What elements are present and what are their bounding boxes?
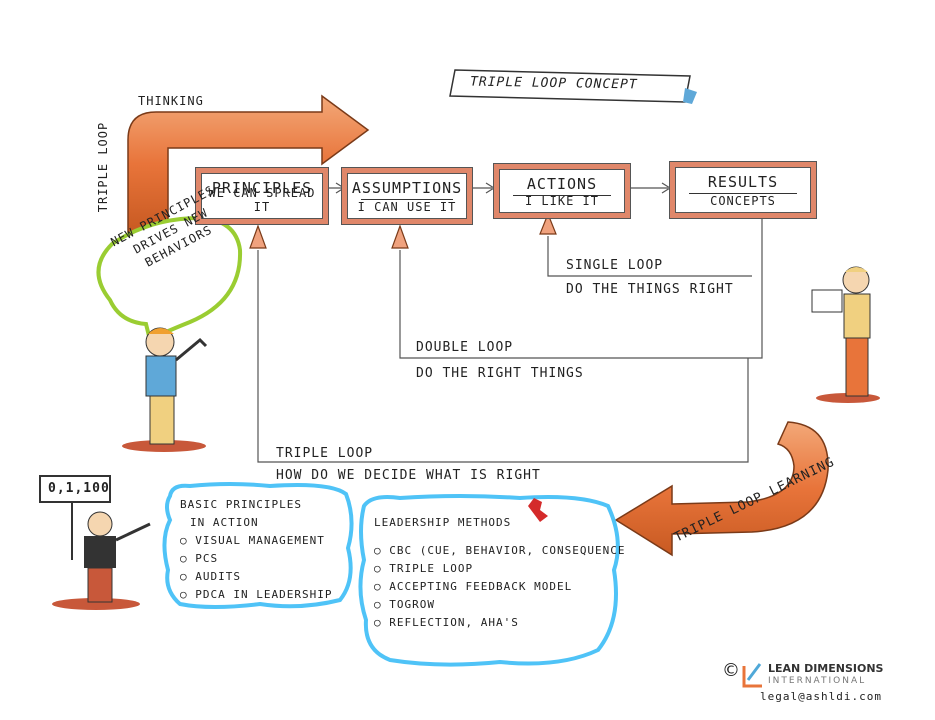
basic-principles-list: BASIC PRINCIPLES IN ACTION ○ VISUAL MANA…	[180, 496, 332, 604]
principles-title: PRINCIPLES	[211, 179, 313, 197]
sign-text: 0,1,100	[48, 481, 110, 496]
leadership-item-3: ○ ACCEPTING FEEDBACK MODEL	[374, 580, 573, 593]
leadership-item-4: ○ TOGROW	[374, 598, 435, 611]
basic-item-1: ○ VISUAL MANAGEMENT	[180, 534, 325, 547]
double-loop-title: DOUBLE LOOP	[416, 340, 514, 355]
copyright-symbol: ©	[722, 660, 740, 681]
single-loop-title: SINGLE LOOP	[566, 258, 664, 273]
diagram-title: TRIPLE LOOP CONCEPT	[469, 74, 638, 93]
single-loop-subtitle: DO THE THINGS RIGHT	[566, 282, 734, 297]
results-box: RESULTS CONCEPTS	[670, 162, 816, 218]
actions-title: ACTIONS	[526, 175, 598, 193]
principles-subtitle: WE CAN SPREAD IT	[208, 186, 316, 214]
assumptions-subtitle: I CAN USE IT	[357, 200, 457, 214]
triple-loop-subtitle: HOW DO WE DECIDE WHAT IS RIGHT	[276, 468, 541, 483]
logo-name: LEAN DIMENSIONS	[768, 662, 884, 675]
leadership-item-1: ○ CBC (CUE, BEHAVIOR, CONSEQUENCE	[374, 544, 626, 557]
person-speaker	[122, 327, 208, 452]
basic-principles-title-2: IN ACTION	[190, 516, 259, 529]
loop-lines	[257, 182, 763, 463]
double-loop-subtitle: DO THE RIGHT THINGS	[416, 366, 584, 381]
assumptions-title: ASSUMPTIONS	[351, 179, 463, 197]
logo-email: legal@ashldi.com	[760, 690, 882, 703]
basic-item-4: ○ PDCA IN LEADERSHIP	[180, 588, 333, 601]
leadership-methods-list: LEADERSHIP METHODS ○ CBC (CUE, BEHAVIOR,…	[374, 514, 626, 632]
cloud-leadership-methods	[358, 494, 620, 667]
learning-arrow	[614, 421, 829, 557]
basic-item-3: ○ AUDITS	[180, 570, 241, 583]
cloud-basic-principles	[162, 482, 354, 609]
results-subtitle: CONCEPTS	[710, 194, 776, 208]
leadership-item-2: ○ TRIPLE LOOP	[374, 562, 474, 575]
actions-subtitle: I LIKE IT	[524, 194, 600, 208]
thinking-arrow	[127, 94, 370, 233]
triple-loop-title: TRIPLE LOOP	[276, 446, 374, 461]
logo-sub: INTERNATIONAL	[768, 676, 867, 686]
person-sign	[39, 475, 151, 610]
results-title: RESULTS	[707, 173, 779, 191]
basic-item-2: ○ PCS	[180, 552, 219, 565]
leadership-title: LEADERSHIP METHODS	[374, 516, 512, 529]
basic-principles-title-1: BASIC PRINCIPLES	[180, 498, 302, 511]
person-reader	[811, 266, 880, 403]
leadership-item-5: ○ REFLECTION, AHA'S	[374, 616, 519, 629]
principles-box: PRINCIPLES WE CAN SPREAD IT	[196, 168, 328, 224]
loop-markers	[249, 212, 557, 249]
logo-mark	[742, 663, 762, 688]
actions-box: ACTIONS I LIKE IT	[494, 164, 630, 218]
triple-loop-vertical-label: TRIPLE LOOP	[96, 121, 111, 213]
title-frame	[449, 69, 697, 104]
assumptions-box: ASSUMPTIONS I CAN USE IT	[342, 168, 472, 224]
thinking-label: THINKING	[138, 94, 204, 108]
